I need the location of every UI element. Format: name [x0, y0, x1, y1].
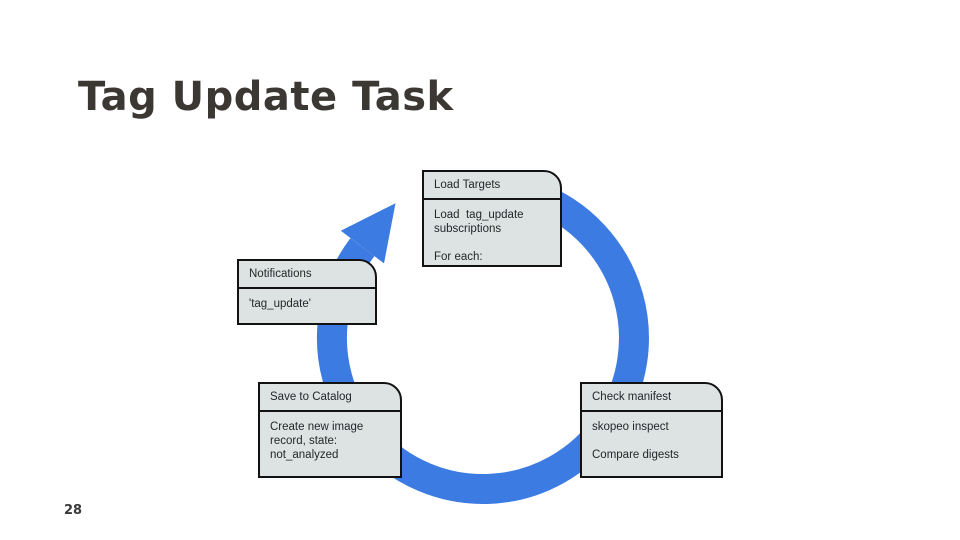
slide-page-number: 28 [64, 503, 83, 518]
cycle-arc [317, 172, 649, 505]
node-check-manifest-body: skopeo inspect Compare digests [592, 421, 679, 461]
node-notifications: Notifications 'tag_update' [237, 259, 377, 325]
node-load-targets: Load Targets Load tag_update subscriptio… [422, 170, 562, 267]
node-save-to-catalog-body: Create new image record, state: not_anal… [270, 421, 364, 461]
node-notifications-body: 'tag_update' [249, 298, 311, 310]
node-load-targets-title: Load Targets [424, 172, 560, 200]
cycle-arrowhead-icon [340, 203, 396, 264]
node-check-manifest-title: Check manifest [582, 384, 721, 412]
node-save-to-catalog: Save to Catalog Create new image record,… [258, 382, 402, 478]
node-save-to-catalog-title: Save to Catalog [260, 384, 400, 412]
node-load-targets-body: Load tag_update subscriptions For each: [434, 209, 524, 263]
node-notifications-title: Notifications [239, 261, 375, 289]
node-check-manifest: Check manifest skopeo inspect Compare di… [580, 382, 723, 478]
slide-title: Tag Update Task [78, 74, 454, 120]
